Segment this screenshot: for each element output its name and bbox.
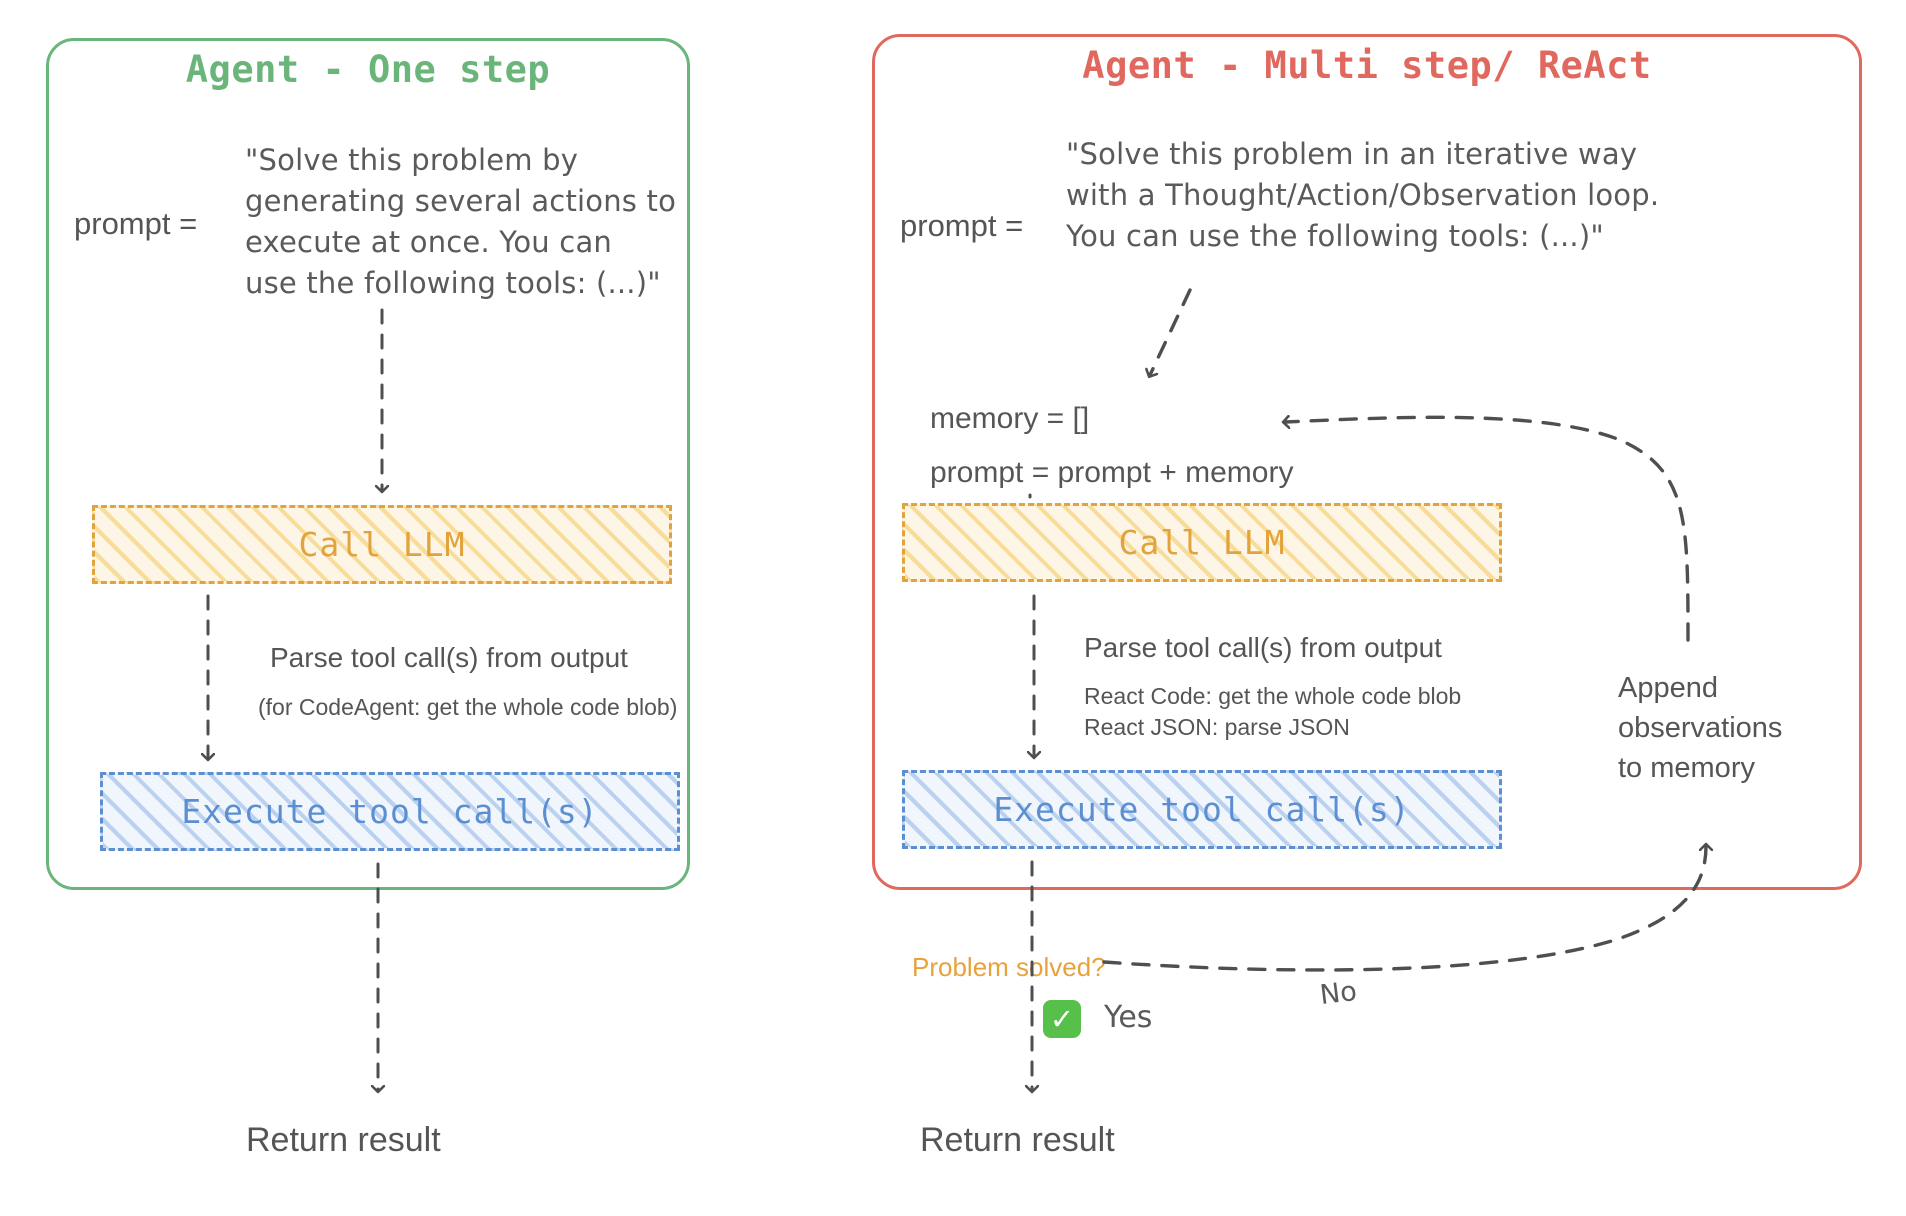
prompt-text-one-step-line-4: use the following tools: (...)" bbox=[245, 266, 661, 300]
prompt-text-one-step-line-2: generating several actions to bbox=[245, 184, 677, 218]
parse-subcaption-react-json: React JSON: parse JSON bbox=[1084, 714, 1350, 740]
branch-label-yes: Yes bbox=[1104, 1000, 1153, 1035]
problem-solved-decision-label: Problem solved? bbox=[912, 952, 1106, 982]
append-line-1: Append bbox=[1618, 672, 1718, 704]
prompt-label-one-step: prompt = bbox=[74, 206, 198, 241]
panel-one-step-title: Agent - One step bbox=[185, 48, 551, 91]
panel-multi-step-title: Agent - Multi step/ ReAct bbox=[1082, 44, 1652, 87]
return-result-one-step: Return result bbox=[246, 1121, 441, 1159]
append-line-3: to memory bbox=[1618, 752, 1755, 784]
execute-tool-calls-box-one-step[interactable]: Execute tool call(s) bbox=[100, 772, 680, 851]
append-observations-text: Append observations to memory bbox=[1618, 668, 1878, 788]
memory-init-line: memory = [] bbox=[930, 402, 1090, 435]
prompt-text-one-step-line-1: "Solve this problem by bbox=[245, 143, 579, 177]
prompt-plus-memory-line: prompt = prompt + memory bbox=[930, 456, 1294, 489]
prompt-text-multi-step-line-3: You can use the following tools: (...)" bbox=[1066, 219, 1604, 253]
prompt-text-multi-step-line-2: with a Thought/Action/Observation loop. bbox=[1066, 178, 1660, 212]
prompt-text-one-step-line-3: execute at once. You can bbox=[245, 225, 613, 259]
call-llm-box-multi-step[interactable]: Call LLM bbox=[902, 503, 1502, 582]
execute-tool-calls-box-multi-step[interactable]: Execute tool call(s) bbox=[902, 770, 1502, 849]
parse-caption-multi-step: Parse tool call(s) from output bbox=[1084, 632, 1442, 663]
branch-label-no: No bbox=[1318, 975, 1359, 1012]
parse-caption-one-step: Parse tool call(s) from output bbox=[270, 642, 628, 673]
parse-subcaption-react-code: React Code: get the whole code blob bbox=[1084, 683, 1462, 709]
parse-subcaption-one-step: (for CodeAgent: get the whole code blob) bbox=[258, 694, 678, 720]
check-mark-icon: ✓ bbox=[1043, 1000, 1081, 1038]
prompt-text-multi-step-line-1: "Solve this problem in an iterative way bbox=[1066, 137, 1638, 171]
call-llm-box-one-step[interactable]: Call LLM bbox=[92, 505, 672, 584]
prompt-label-multi-step: prompt = bbox=[900, 208, 1024, 243]
panel-one-step bbox=[46, 38, 690, 890]
return-result-multi-step: Return result bbox=[920, 1121, 1115, 1159]
append-line-2: observations bbox=[1618, 712, 1783, 744]
